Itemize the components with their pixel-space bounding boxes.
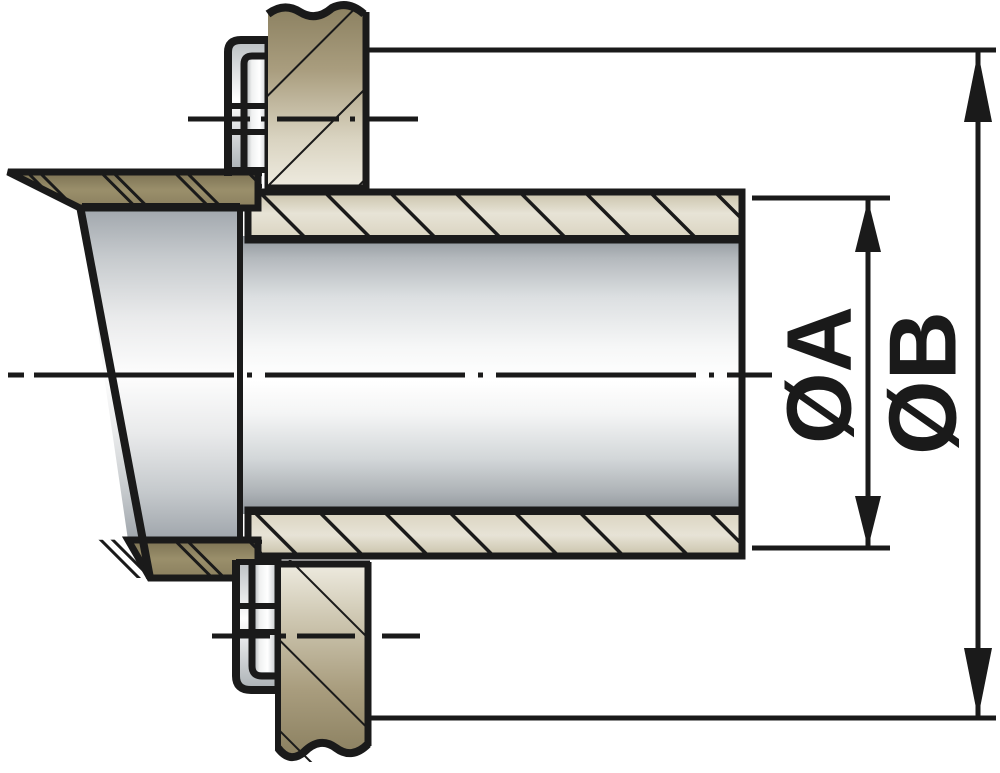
bottom-bolt-hatch — [278, 560, 368, 762]
flange-taper-edge — [76, 205, 154, 579]
top-bolt-broken-edge — [265, 1, 367, 21]
flange-rim-top-outline — [6, 168, 262, 212]
flange-cone-upper-face — [82, 206, 240, 376]
dim-b-arrow-top — [964, 52, 992, 122]
pipe-wall-top-hatch — [248, 192, 742, 240]
top-sleeve — [224, 36, 272, 190]
bottom-sleeve-outer-edge — [232, 560, 278, 694]
dim-a-arrow-top — [855, 200, 881, 252]
bottom-bolt — [274, 560, 372, 762]
flange-cone — [6, 168, 262, 582]
bottom-sleeve-inner-strip — [252, 560, 278, 672]
dimension-diameter-a: ØA — [752, 195, 890, 551]
dimension-diameter-b: ØB — [366, 47, 996, 721]
top-bolt-hatch — [268, 10, 366, 190]
centerlines — [8, 116, 772, 639]
flange-rim-bottom-hatch — [78, 538, 262, 578]
dim-a-arrow-bottom — [855, 496, 881, 548]
bottom-bolt-broken-edge — [274, 738, 371, 762]
dim-b-label: ØB — [869, 311, 976, 455]
pipe-wall-bottom-hatch — [248, 510, 742, 556]
top-bolt — [265, 1, 370, 192]
bottom-sleeve — [232, 556, 282, 694]
top-sleeve-outer-edge — [224, 36, 268, 53]
top-sleeve-inner-edge — [240, 52, 268, 65]
bottom-sleeve-inner-edge — [248, 560, 278, 680]
dim-a-label: ØA — [768, 306, 870, 444]
dim-b-arrow-bottom — [964, 648, 992, 718]
